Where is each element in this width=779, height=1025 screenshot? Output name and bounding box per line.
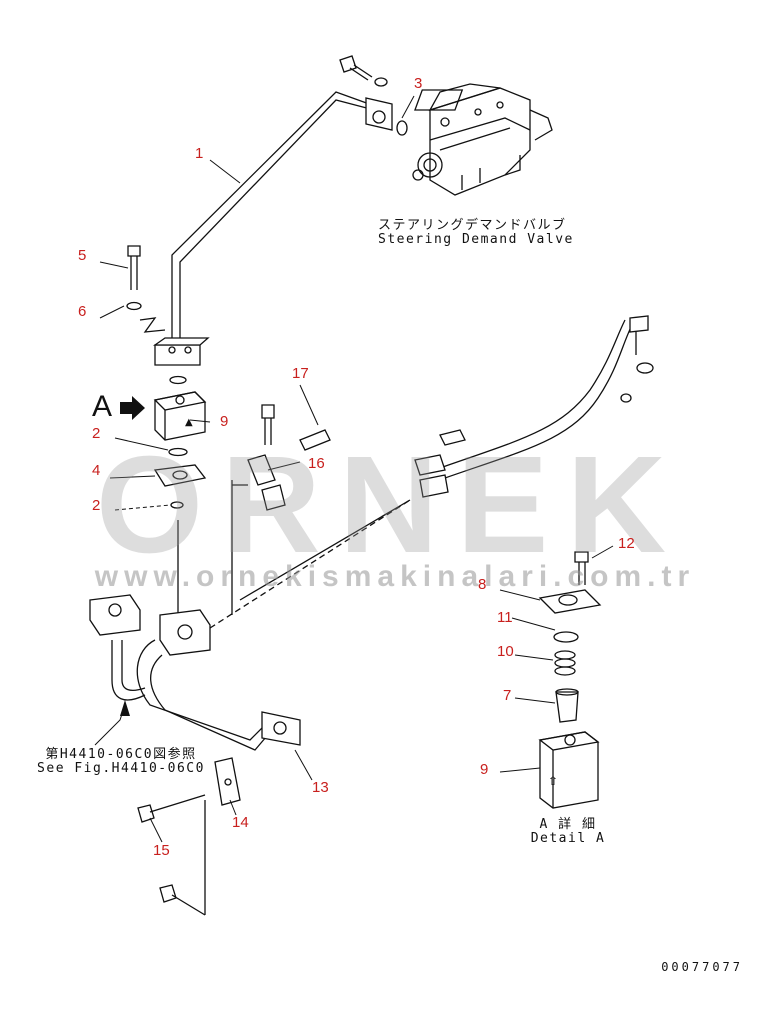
valve-label-jp: ステアリングデマンドバルブ	[378, 218, 567, 233]
see-fig-label-en: See Fig.H4410-06C0	[37, 760, 205, 776]
valve-label: ステアリングデマンドバルブ Steering Demand Valve	[378, 218, 574, 247]
callout-2a[interactable]: 2	[92, 425, 101, 442]
detail-label-en: Detail A	[530, 830, 606, 846]
callout-7[interactable]: 7	[503, 687, 512, 704]
view-arrow-icon	[120, 396, 145, 420]
callout-9a[interactable]: 9	[220, 413, 229, 430]
detail-a-parts: ⇧	[540, 552, 600, 808]
callout-12[interactable]: 12	[618, 535, 635, 552]
valve-label-en: Steering Demand Valve	[378, 231, 574, 247]
callout-4[interactable]: 4	[92, 462, 101, 479]
view-marker-letter: A	[92, 390, 113, 423]
callout-3[interactable]: 3	[414, 75, 423, 92]
leader-lines	[95, 96, 613, 842]
callout-6[interactable]: 6	[78, 303, 87, 320]
svg-text:▲: ▲	[185, 417, 193, 428]
callout-17[interactable]: 17	[292, 365, 309, 382]
callout-1[interactable]: 1	[195, 145, 204, 162]
callout-5[interactable]: 5	[78, 247, 87, 264]
watermark-brand: ORNEK	[95, 428, 685, 582]
callout-9b[interactable]: 9	[480, 761, 489, 778]
bracket-16	[232, 405, 330, 510]
document-number: 00077077	[661, 960, 743, 974]
detail-label-jp: A 詳 細	[539, 817, 597, 832]
svg-text:⇧: ⇧	[548, 774, 558, 788]
callout-10[interactable]: 10	[497, 643, 514, 660]
callout-8[interactable]: 8	[478, 576, 487, 593]
callout-16[interactable]: 16	[308, 455, 325, 472]
steering-demand-valve	[413, 84, 552, 195]
see-fig-label-jp: 第H4410-06C0図参照	[45, 747, 197, 762]
callout-2b[interactable]: 2	[92, 497, 101, 514]
right-hose	[415, 316, 653, 497]
callout-14[interactable]: 14	[232, 814, 249, 831]
watermark-url: www.ornekismakinalari.com.tr	[94, 560, 696, 593]
see-fig-label: 第H4410-06C0図参照 See Fig.H4410-06C0	[36, 748, 206, 775]
callout-13[interactable]: 13	[312, 779, 329, 796]
detail-label: A 詳 細 Detail A	[528, 818, 608, 845]
block-9: ▲	[155, 392, 205, 508]
arrow-icon	[120, 700, 130, 716]
callout-15[interactable]: 15	[153, 842, 170, 859]
lower-pipe-assembly	[90, 480, 410, 915]
upper-pipe	[127, 56, 407, 384]
callout-11[interactable]: 11	[497, 609, 513, 626]
